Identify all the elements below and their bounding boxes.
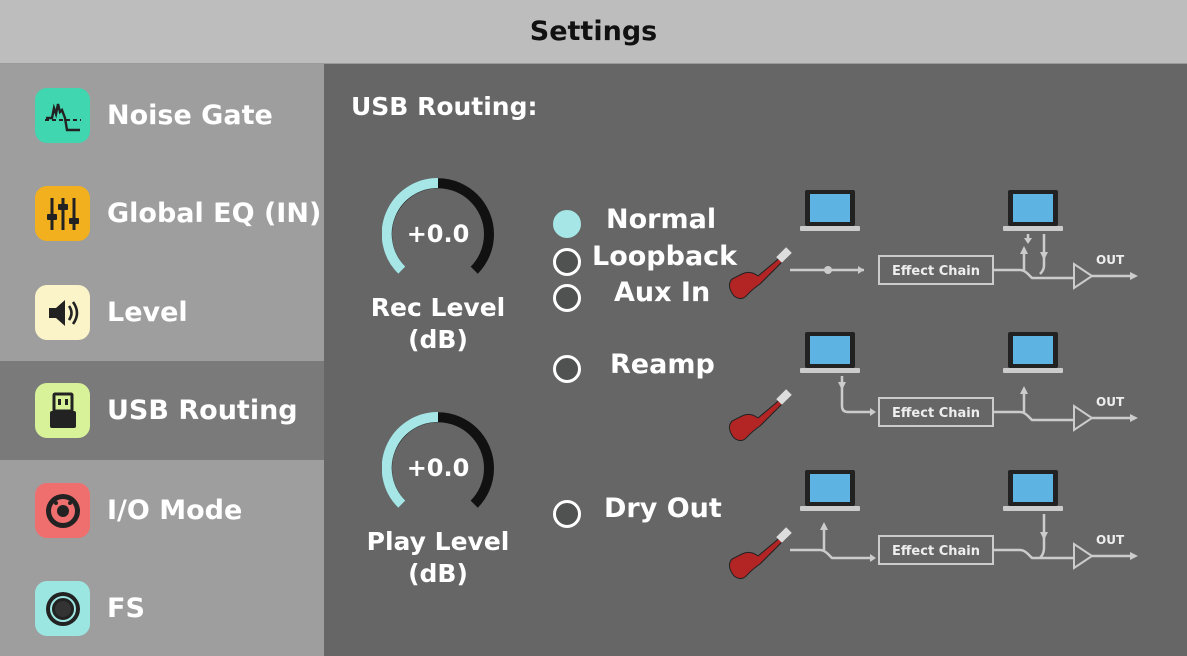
play-level-knob[interactable]: +0.0 [381,411,494,524]
noise-gate-icon [35,88,90,143]
sidebar-item-noise-gate[interactable]: Noise Gate [0,66,324,165]
title-bar: Settings [0,0,1187,64]
sidebar-item-label: FS [107,593,145,624]
usb-routing-panel: USB Routing: +0.0 Rec Level (dB) +0.0 Pl… [324,64,1187,656]
sidebar-item-label: Level [107,297,188,328]
sidebar: Noise Gate Global EQ (IN) Level [0,64,324,656]
window-title: Settings [529,16,658,47]
rec-level-label: Rec Level (dB) [338,292,538,356]
sidebar-item-level[interactable]: Level [0,263,324,362]
laptop-icon [800,332,860,373]
rec-level-label-line2: (dB) [408,325,468,354]
usb-icon [35,383,90,438]
radio-label-dry-out[interactable]: Dry Out [604,493,722,524]
laptop-icon [1003,190,1063,231]
radio-label-aux-in[interactable]: Aux In [614,277,711,308]
laptop-icon [1003,332,1063,373]
effect-chain-label: Effect Chain [892,406,980,421]
jack-connector-icon [35,483,90,538]
play-level-label-line1: Play Level [366,527,510,556]
laptop-icon [1003,470,1063,511]
routing-diagram-reamp: Effect Chain OUT [728,332,1138,442]
equalizer-sliders-icon [35,186,90,241]
sidebar-item-usb-routing[interactable]: USB Routing [0,361,324,460]
rec-level-value: +0.0 [406,220,470,248]
guitar-icon [728,247,792,300]
radio-loopback[interactable] [553,248,581,276]
routing-diagram-normal: Effect Chain OUT [728,190,1138,300]
laptop-icon [800,190,860,231]
radio-label-normal[interactable]: Normal [606,204,717,235]
radio-label-loopback[interactable]: Loopback [592,241,738,272]
sidebar-item-io-mode[interactable]: I/O Mode [0,461,324,560]
sidebar-item-label: Noise Gate [107,100,273,131]
sidebar-item-label: USB Routing [107,395,298,426]
radio-dry-out[interactable] [553,500,581,528]
play-level-value: +0.0 [406,454,470,482]
guitar-icon [728,389,792,442]
footswitch-icon [35,581,90,636]
radio-aux-in[interactable] [553,284,581,312]
play-level-label: Play Level (dB) [338,526,538,590]
sidebar-item-global-eq[interactable]: Global EQ (IN) [0,164,324,263]
out-label: OUT [1096,395,1125,409]
speaker-icon [35,285,90,340]
section-title: USB Routing: [351,92,538,121]
sidebar-item-label: I/O Mode [107,495,243,526]
out-label: OUT [1096,253,1125,267]
radio-normal[interactable] [553,210,581,238]
sidebar-item-fs[interactable]: FS [0,559,324,656]
radio-label-reamp[interactable]: Reamp [610,349,715,380]
effect-chain-label: Effect Chain [892,264,980,279]
play-level-label-line2: (dB) [408,559,468,588]
routing-diagram-dry-out: Effect Chain OUT [728,470,1138,580]
out-label: OUT [1096,533,1125,547]
rec-level-label-line1: Rec Level [370,293,506,322]
effect-chain-label: Effect Chain [892,544,980,559]
laptop-icon [800,470,860,511]
rec-level-knob[interactable]: +0.0 [381,177,494,290]
sidebar-item-label: Global EQ (IN) [107,198,322,229]
guitar-icon [728,527,792,580]
radio-reamp[interactable] [553,355,581,383]
